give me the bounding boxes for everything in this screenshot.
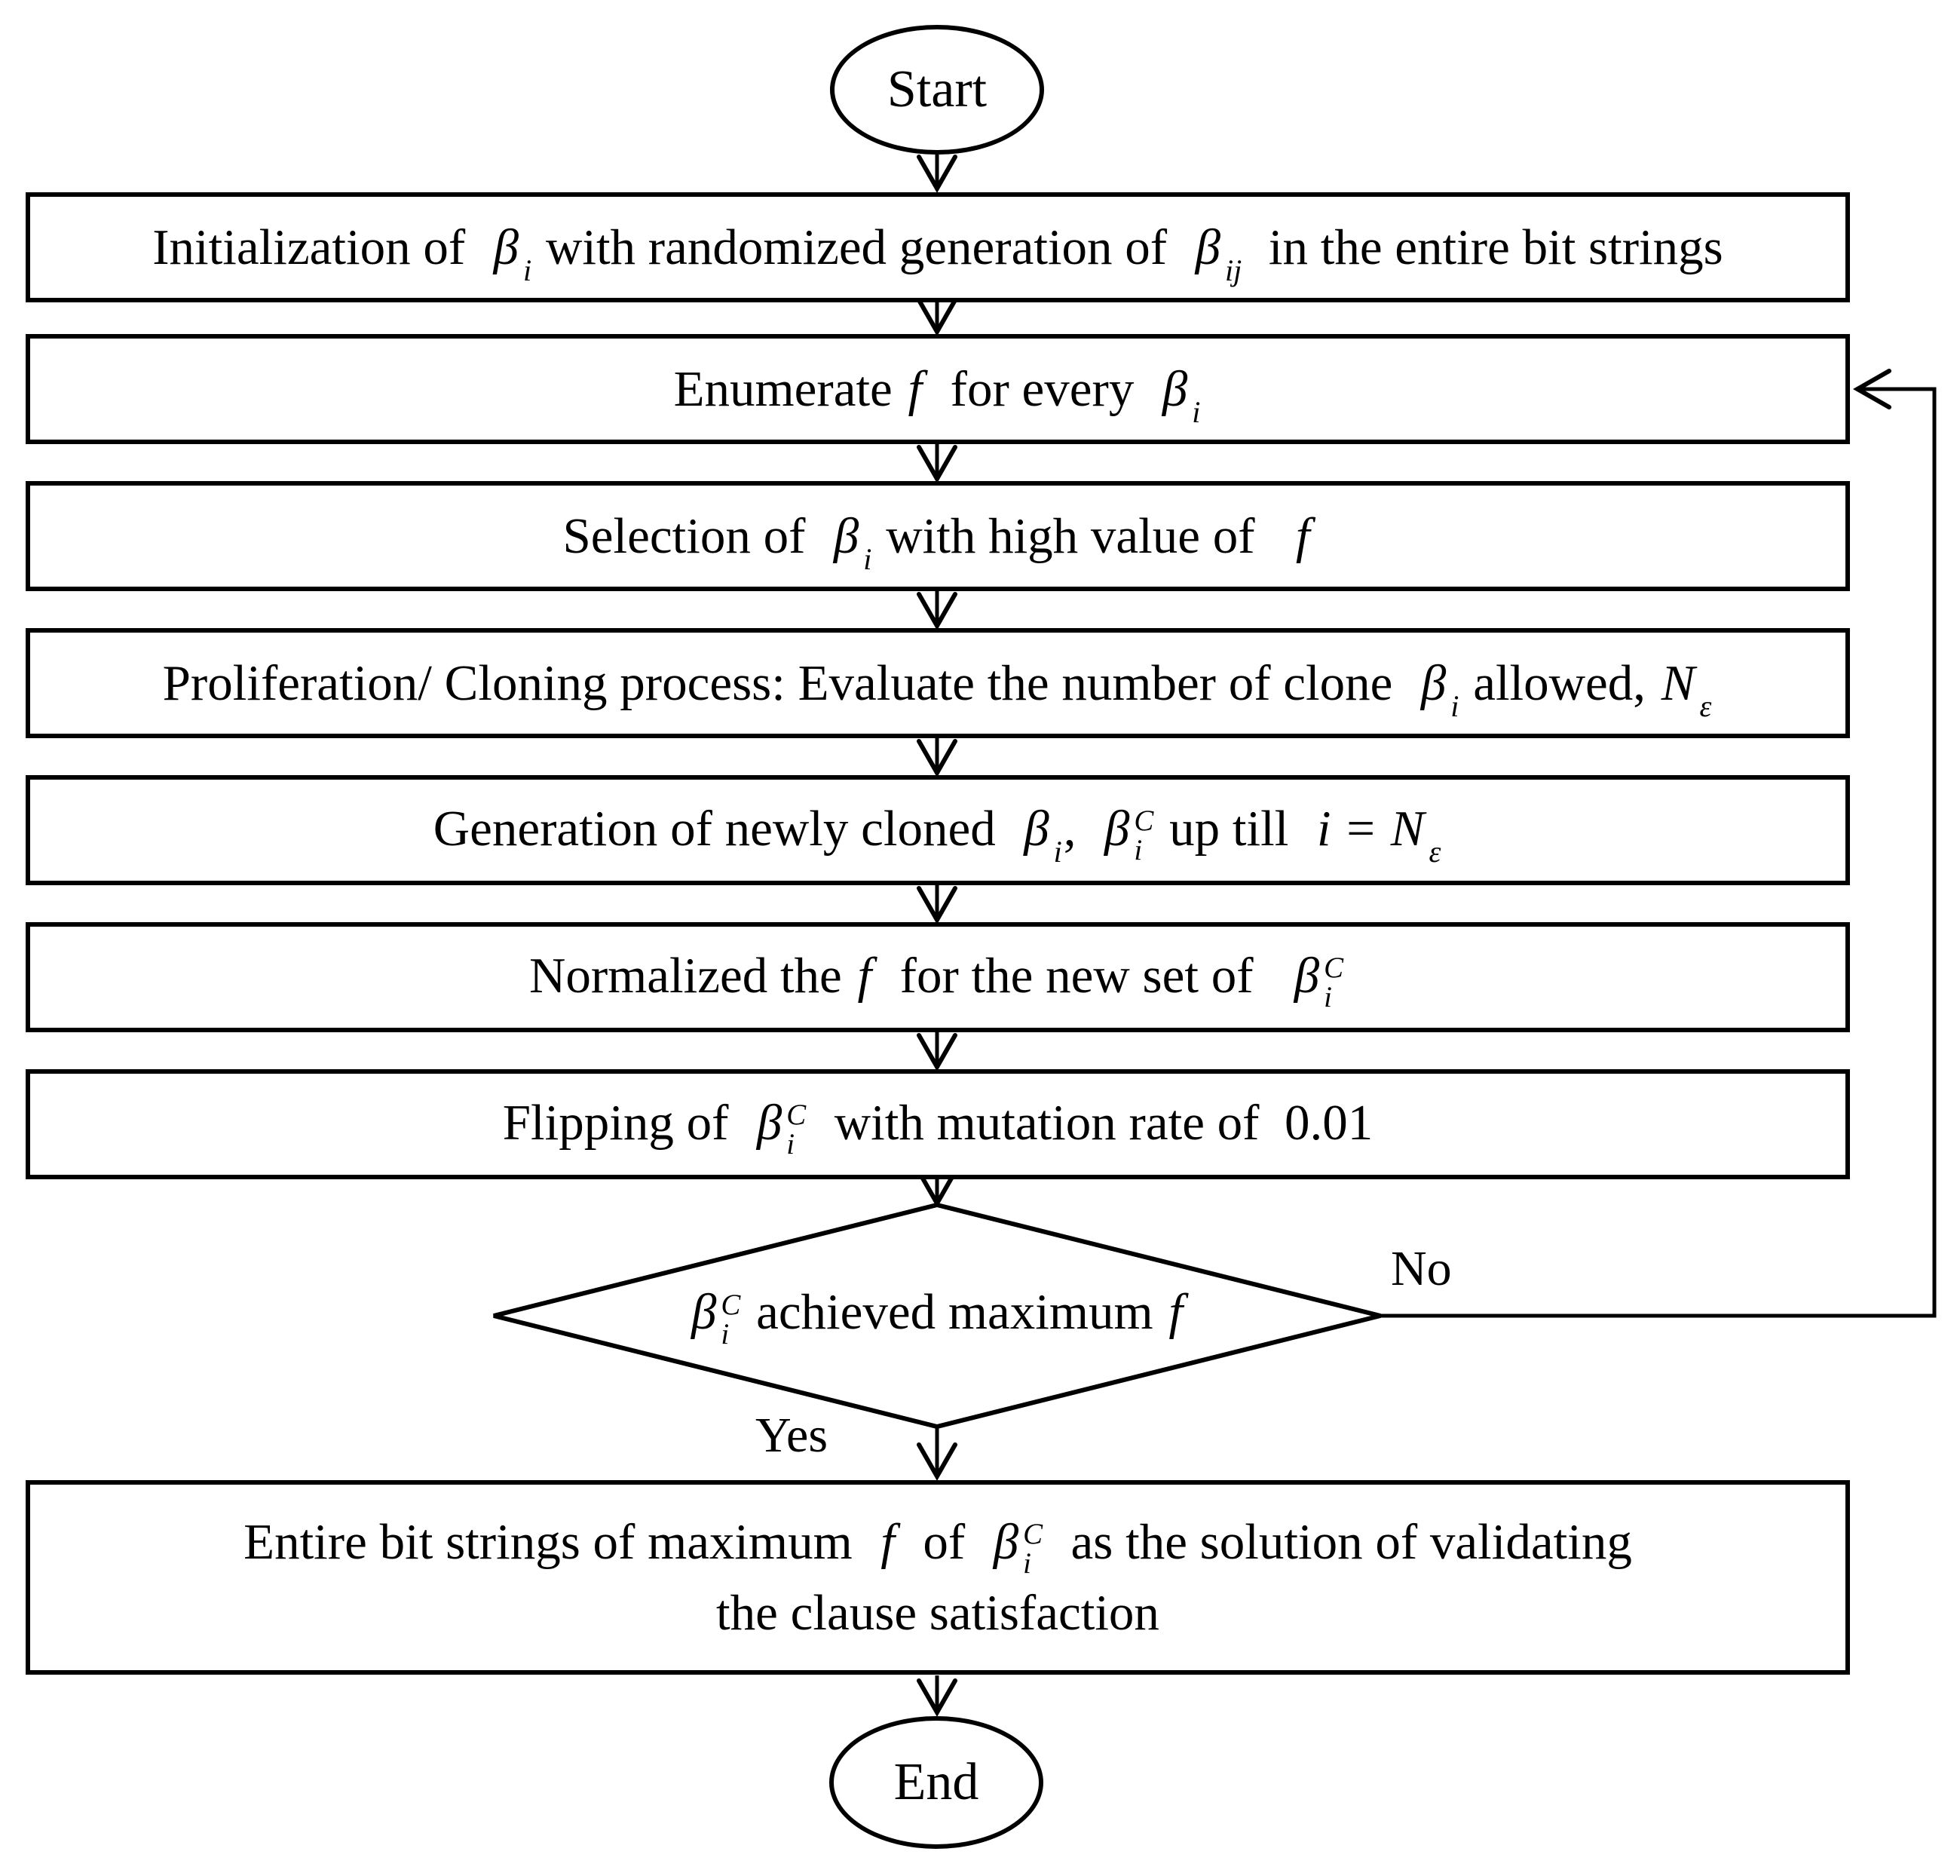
end-label: End bbox=[893, 1753, 979, 1811]
no-label: No bbox=[1391, 1241, 1452, 1296]
start-label: Start bbox=[887, 60, 988, 118]
yes-label: Yes bbox=[755, 1408, 828, 1463]
step-proliferation-label: Proliferation/ Cloning process: Evaluate… bbox=[162, 654, 1712, 723]
step-proliferation: Proliferation/ Cloning process: Evaluate… bbox=[26, 628, 1850, 738]
feedback-no-loop bbox=[1380, 369, 1937, 1318]
start-node: Start bbox=[830, 25, 1044, 155]
end-node: End bbox=[829, 1716, 1043, 1849]
